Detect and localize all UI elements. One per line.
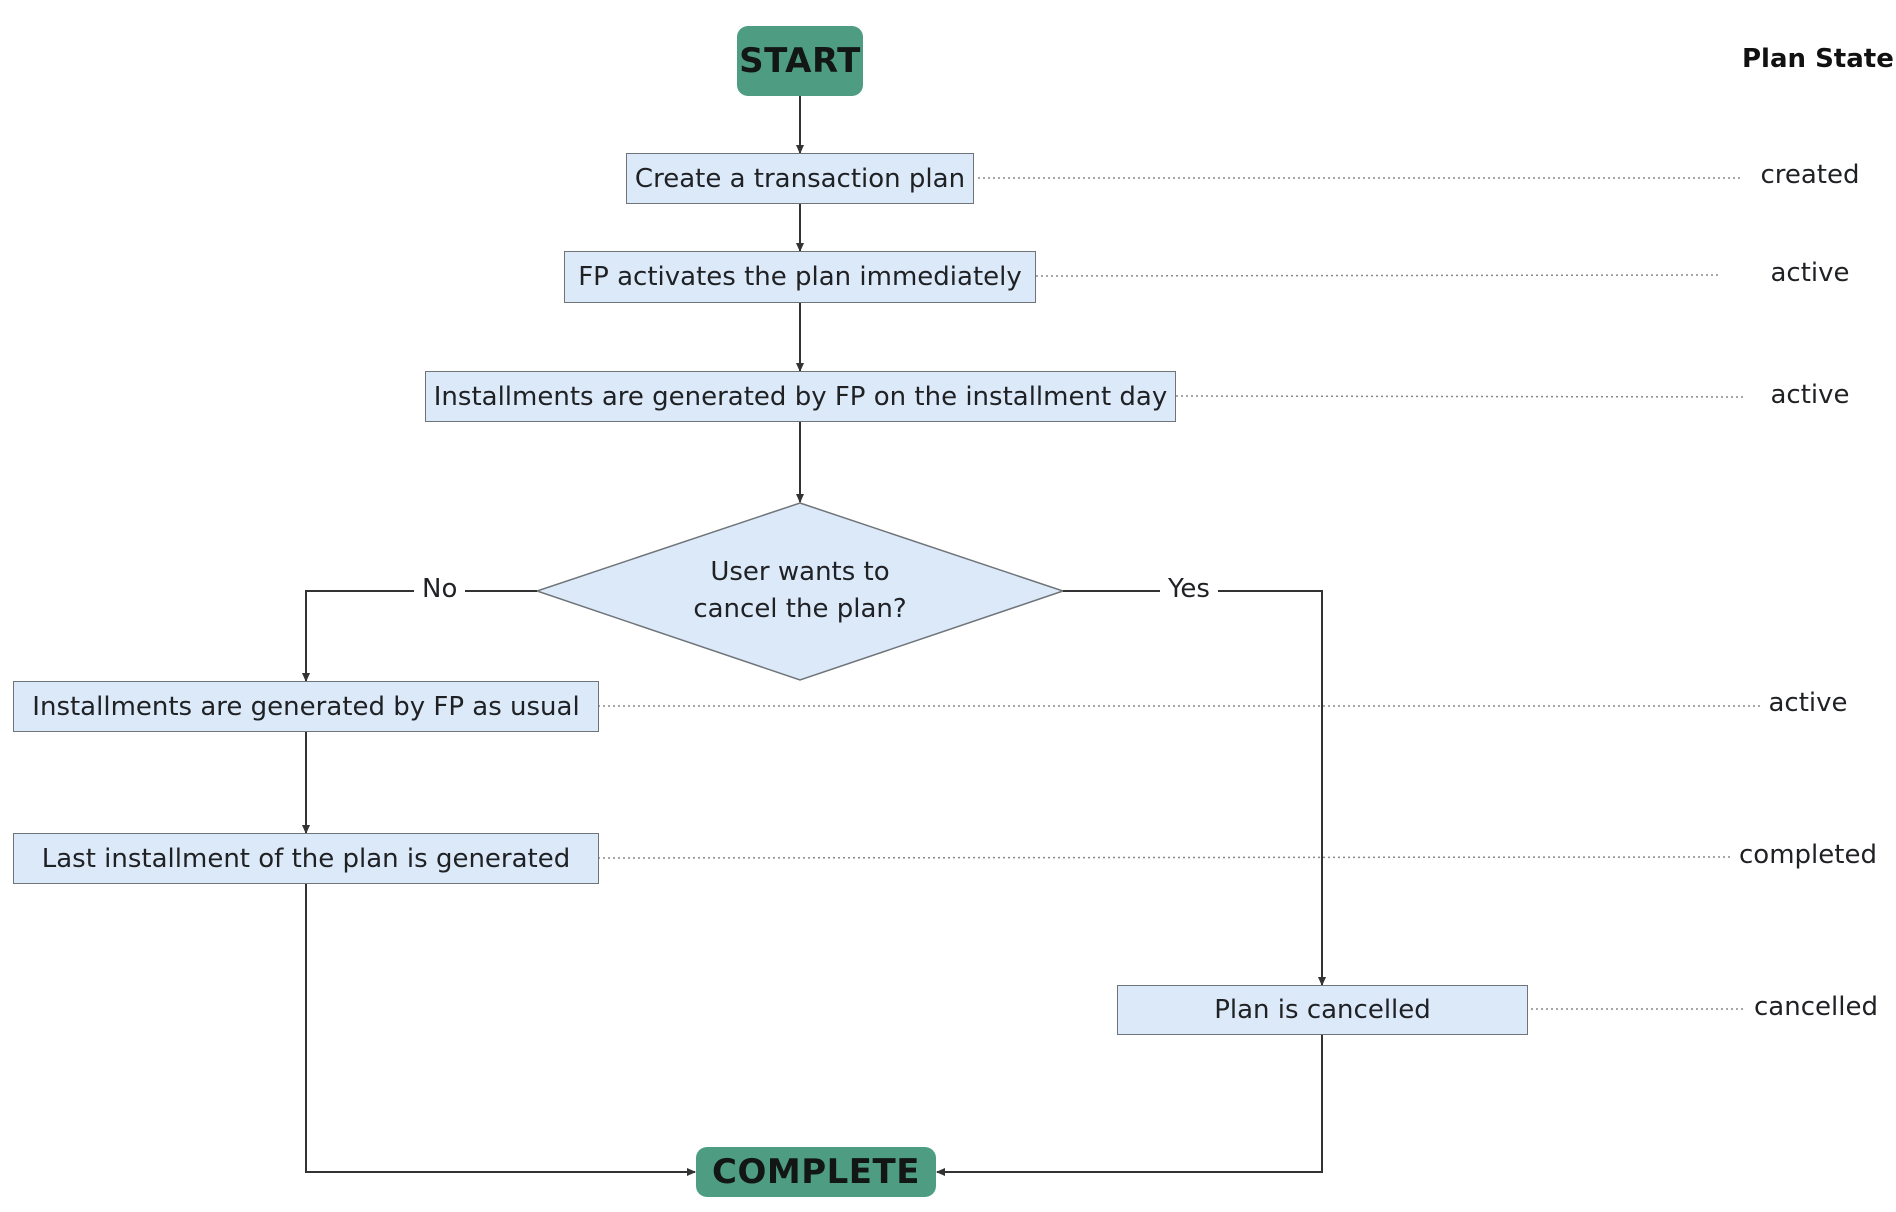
start-terminal: START	[737, 26, 863, 96]
state-active-2: active	[1770, 380, 1850, 410]
edge-decision-no	[302, 590, 537, 682]
step-plan-cancelled: Plan is cancelled	[1117, 985, 1528, 1035]
step-installments-as-usual: Installments are generated by FP as usua…	[13, 681, 599, 732]
edge-last-to-complete	[305, 884, 696, 1176]
plan-state-header: Plan State	[1742, 44, 1894, 74]
decision-diamond	[534, 502, 1066, 681]
state-created: created	[1760, 160, 1860, 190]
step-last-installment: Last installment of the plan is generate…	[13, 833, 599, 884]
guide-line-active-1	[1035, 274, 1721, 277]
edge-label-no: No	[414, 574, 466, 604]
decision-text: User wants to cancel the plan?	[650, 554, 950, 628]
step-activate-plan: FP activates the plan immediately	[564, 251, 1036, 303]
state-active-1: active	[1770, 258, 1850, 288]
guide-line-active-2	[1175, 395, 1745, 398]
edge-label-yes: Yes	[1160, 574, 1218, 604]
edge-decision-yes	[1063, 590, 1326, 986]
complete-terminal: COMPLETE	[696, 1147, 936, 1197]
decision-line-1: User wants to	[710, 557, 890, 587]
step-create-plan: Create a transaction plan	[626, 153, 974, 204]
step-installments-installment-day: Installments are generated by FP on the …	[425, 371, 1176, 422]
guide-line-completed	[597, 856, 1731, 859]
state-cancelled: cancelled	[1754, 992, 1878, 1022]
edge-cancelled-to-complete	[936, 1035, 1323, 1176]
decision-line-2: cancel the plan?	[693, 594, 907, 624]
state-active-3: active	[1768, 688, 1848, 718]
state-completed: completed	[1739, 840, 1877, 870]
